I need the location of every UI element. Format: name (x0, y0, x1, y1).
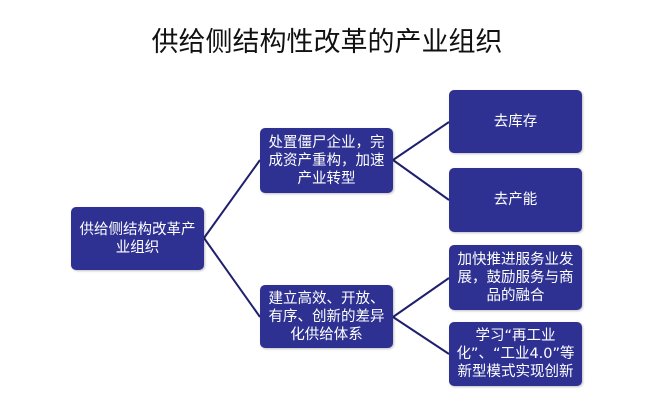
connector-b-1 (392, 277, 450, 318)
branch-node-restructure: 处置僵尸企业，完成资产重构，加速产业转型 (260, 128, 393, 193)
connector-a-2 (392, 159, 450, 201)
page-title: 供给侧结构性改革的产业组织 (151, 27, 503, 58)
connector-a-1 (392, 121, 450, 161)
connector-root-a (203, 159, 261, 239)
leaf-node-services: 加快推进服务业发展，鼓励服务与商品的融合 (449, 245, 582, 310)
leaf-node-capacity: 去产能 (449, 168, 582, 232)
branch-node-supply-system: 建立高效、开放、有序、创新的差异化供给体系 (260, 285, 393, 348)
leaf-node-destock: 去库存 (449, 90, 582, 153)
root-node: 供给侧结构改革产业组织 (71, 207, 204, 270)
connector-b-2 (392, 316, 450, 355)
connector-root-b (203, 237, 261, 318)
leaf-node-industry40: 学习“再工业化”、“工业4.0”等新型模式实现创新 (449, 322, 582, 386)
